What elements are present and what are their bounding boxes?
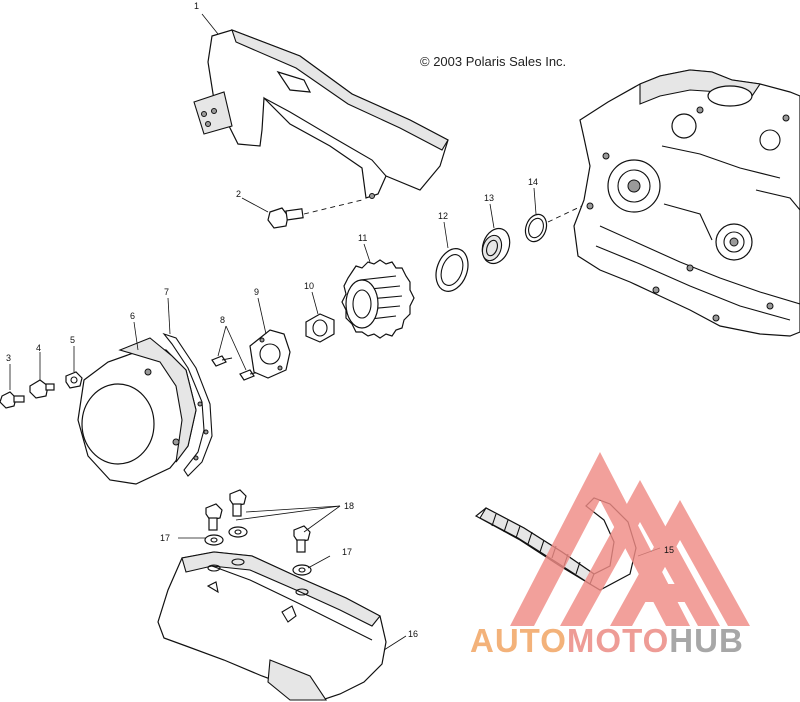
bolt-2 [267,199,363,229]
bushing-13 [481,227,511,265]
nut-5 [65,371,83,389]
lower-belt-guard [157,551,387,701]
callout-17a: 17 [160,533,171,543]
callout-14: 14 [528,177,539,187]
watermark-logo [510,452,750,626]
callout-2: 2 [236,189,242,199]
screws-8 [211,355,261,381]
callout-6: 6 [130,311,136,321]
drive-sprocket [341,259,415,339]
seal-ring-12 [435,248,469,292]
leader-lines [9,13,661,651]
callout-8: 8 [220,315,226,325]
callout-10: 10 [304,281,315,291]
callout-5: 5 [70,335,76,345]
bolts-18 [205,489,311,553]
o-ring-14 [524,203,587,243]
watermark-text: AUTOMOTOHUB [470,622,744,660]
callout-12: 12 [438,211,449,221]
engine-block [573,69,800,337]
watermark-text-moto: MOTO [566,622,670,659]
callout-9: 9 [254,287,260,297]
callout-4: 4 [36,343,42,353]
callout-17b: 17 [342,547,353,557]
cover-gasket [162,332,213,477]
bolt-3 [0,391,25,409]
callout-18: 18 [344,501,355,511]
nut-10 [305,313,335,343]
retaining-plate [249,329,291,379]
bolt-4 [29,379,55,399]
callout-16: 16 [408,629,419,639]
watermark-text-hub: HUB [669,622,744,659]
clutch-cover [77,337,197,485]
callout-15: 15 [664,545,675,555]
washers-17 [204,526,312,576]
callout-13: 13 [484,193,495,203]
callout-1: 1 [194,1,200,11]
upper-belt-guard [193,29,449,199]
watermark-text-auto: AUTO [470,622,567,659]
copyright-notice: © 2003 Polaris Sales Inc. [420,54,567,69]
callout-3: 3 [6,353,12,363]
callout-11: 11 [358,233,368,243]
callout-7: 7 [164,287,170,297]
